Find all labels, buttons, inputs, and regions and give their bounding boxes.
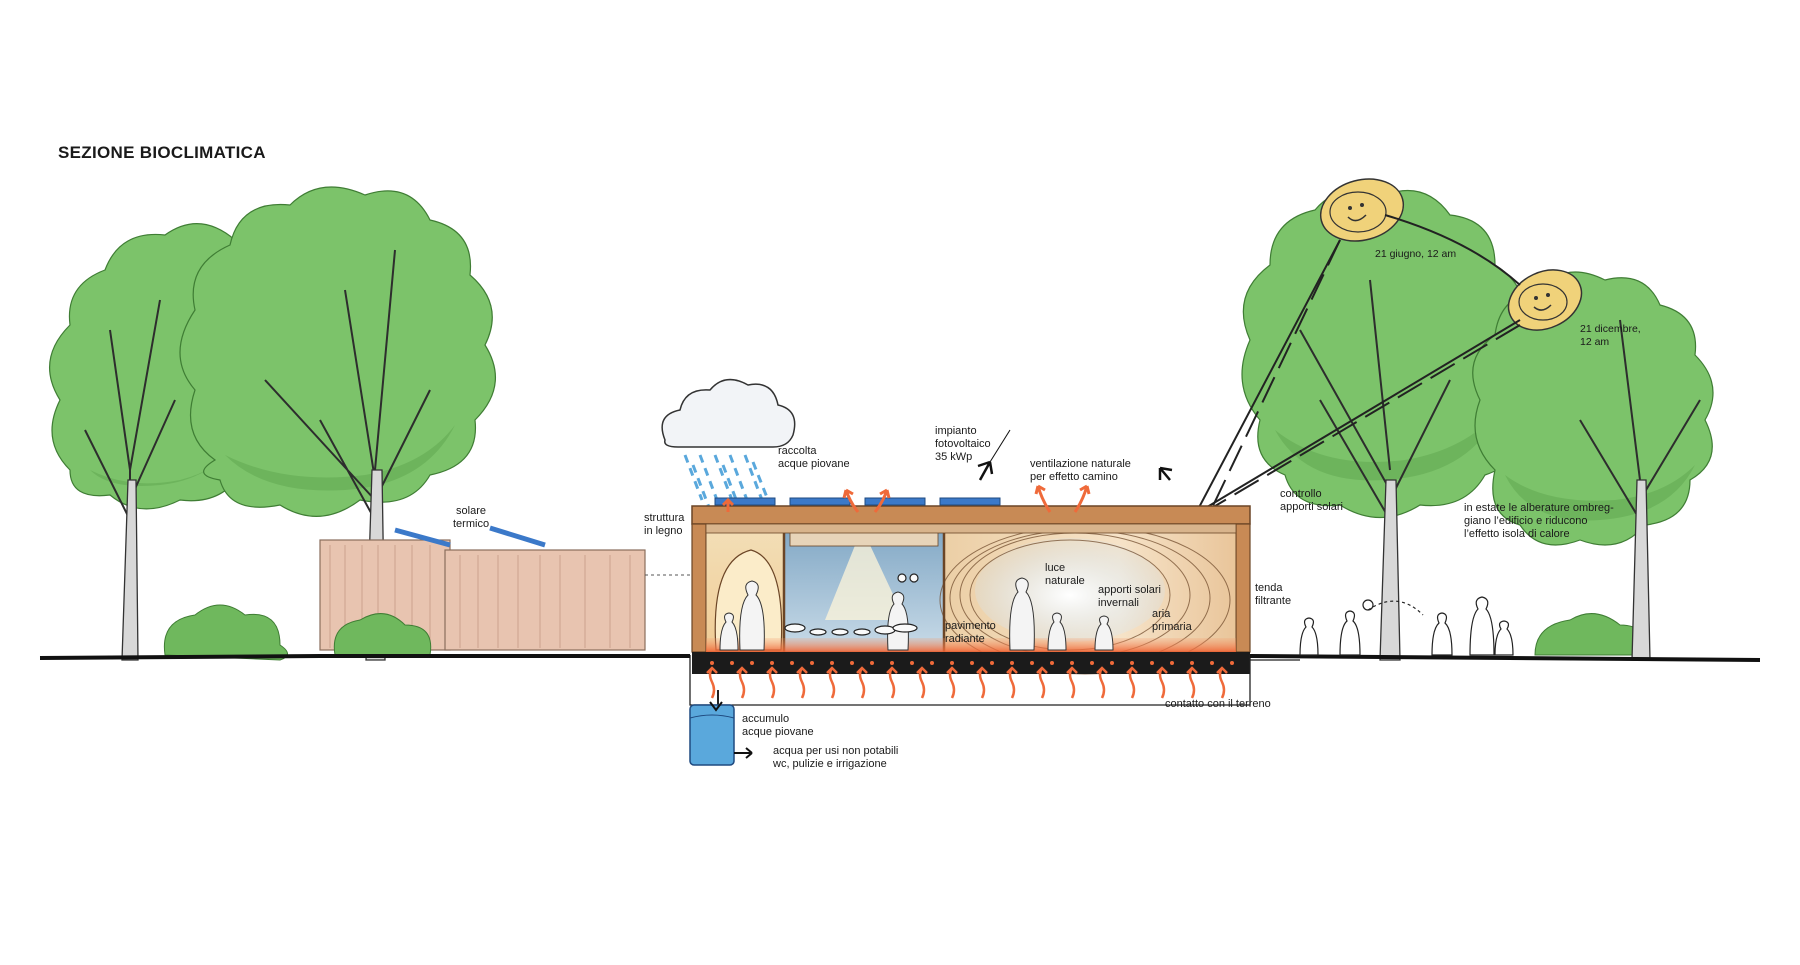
label-non-potable-water: acqua per usi non potabili wc, pulizie e… xyxy=(773,745,899,770)
ground-line xyxy=(39,654,1761,662)
label-solar-control: controllo apporti solari xyxy=(1280,488,1343,513)
ground-heat-arrows xyxy=(706,666,1228,699)
main-building xyxy=(691,429,1251,675)
label-photovoltaic: impianto fotovoltaico 35 kWp xyxy=(935,425,991,463)
page-title: SEZIONE BIOCLIMATICA xyxy=(58,143,266,162)
tree-right-small xyxy=(1472,271,1714,661)
label-rainwater-collection: raccolta acque piovane xyxy=(778,445,850,470)
rain-cloud xyxy=(661,378,796,511)
label-natural-light: luce naturale xyxy=(1045,562,1085,587)
label-sun-june: 21 giugno, 12 am xyxy=(1375,248,1457,260)
tree-right-large xyxy=(1241,189,1536,661)
label-radiant-floor: pavimento radiante xyxy=(945,620,996,645)
label-sun-december: 21 dicembre, 12 am xyxy=(1580,323,1641,348)
label-natural-ventilation: ventilazione naturale per effetto camino xyxy=(1030,458,1131,483)
label-winter-solar-gain: apporti solari invernali xyxy=(1098,584,1161,609)
label-ground-contact: contatto con il terreno xyxy=(1165,698,1271,710)
label-filtering-curtain: tenda filtrante xyxy=(1255,582,1292,607)
sun-path-arc xyxy=(1384,214,1521,286)
label-solar-thermal: solare termico xyxy=(453,505,490,530)
sun-june xyxy=(1319,178,1405,242)
label-wood-structure: struttura in legno xyxy=(644,512,685,537)
label-rainwater-storage: accumulo acque piovane xyxy=(742,713,814,738)
sun-december xyxy=(1507,269,1583,331)
label-trees-note: in estate le alberature ombreg- giano l’… xyxy=(1464,502,1614,540)
foundation-outline xyxy=(689,655,1300,706)
rainwater-tank xyxy=(689,690,753,766)
outdoor-people xyxy=(1299,596,1514,656)
label-primary-air: aria primaria xyxy=(1152,608,1192,633)
